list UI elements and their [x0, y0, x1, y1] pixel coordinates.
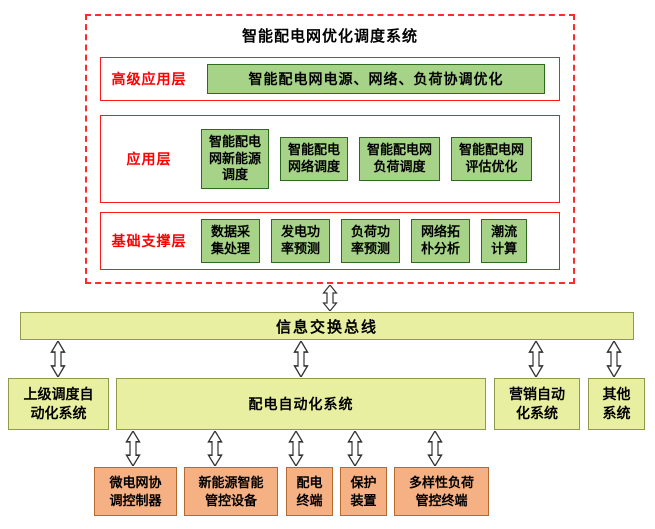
layer-label-application: 应用层 — [126, 151, 172, 167]
module-power-flow: 潮流 计算 — [481, 219, 528, 263]
layer-label-advanced-application: 高级应用层 — [111, 71, 187, 87]
module-coordinated-optimization: 智能配电网电源、网络、负荷协调优化 — [207, 63, 545, 95]
device-protection-device: 保护 装置 — [340, 467, 387, 516]
layer-application: 应用层 智能配电 网新能源 调度 智能配电 网络调度 智能配电网 负荷调度 智能… — [100, 115, 560, 203]
module-network-dispatch: 智能配电 网络调度 — [280, 137, 349, 181]
layer-label-basic-support: 基础支撑层 — [111, 233, 187, 249]
device-diverse-load-control-terminal: 多样性负荷 管控终端 — [394, 467, 489, 516]
information-exchange-bus: 信息交换总线 — [20, 312, 634, 340]
double-arrow-icon — [288, 431, 304, 466]
double-arrow-icon — [347, 431, 363, 466]
layer-advanced-application: 高级应用层 智能配电网电源、网络、负荷协调优化 — [100, 57, 560, 101]
system-other: 其他 系统 — [588, 378, 645, 430]
double-arrow-icon — [207, 431, 223, 466]
double-arrow-icon — [125, 431, 141, 466]
module-topology-analysis: 网络拓 朴分析 — [411, 219, 471, 263]
double-arrow-icon — [322, 285, 338, 311]
module-load-dispatch: 智能配电网 负荷调度 — [359, 137, 441, 181]
double-arrow-icon — [50, 341, 66, 377]
layer-basic-support-items: 数据采 集处理 发电功 率预测 负荷功 率预测 网络拓 朴分析 潮流 计算 — [197, 219, 559, 263]
layer-basic-support: 基础支撑层 数据采 集处理 发电功 率预测 负荷功 率预测 网络拓 朴分析 潮流… — [100, 212, 560, 270]
system-superior-dispatch-automation: 上级调度自 动化系统 — [8, 378, 109, 430]
device-distribution-terminal: 配电 终端 — [286, 467, 333, 516]
system-distribution-automation: 配电自动化系统 — [116, 378, 486, 430]
diagram-title: 智能配电网优化调度系统 — [241, 28, 418, 45]
optimization-system-group: 智能配电网优化调度系统 高级应用层 智能配电网电源、网络、负荷协调优化 应用层 … — [85, 14, 575, 284]
layer-application-items: 智能配电 网新能源 调度 智能配电 网络调度 智能配电网 负荷调度 智能配电网 … — [197, 128, 559, 190]
double-arrow-icon — [293, 341, 309, 377]
module-generation-forecast: 发电功 率预测 — [271, 219, 331, 263]
device-microgrid-coordination-controller: 微电网协 调控制器 — [94, 467, 177, 516]
module-renewable-dispatch: 智能配电 网新能源 调度 — [201, 128, 270, 190]
device-renewable-smart-control-equipment: 新能源智能 管控设备 — [184, 467, 278, 516]
module-data-acquisition: 数据采 集处理 — [201, 219, 261, 263]
double-arrow-icon — [427, 431, 443, 466]
double-arrow-icon — [606, 341, 622, 377]
double-arrow-icon — [528, 341, 544, 377]
module-load-forecast: 负荷功 率预测 — [341, 219, 401, 263]
system-marketing-automation: 营销自动 化系统 — [494, 378, 580, 430]
module-evaluation-optimization: 智能配电网 评估优化 — [451, 137, 533, 181]
layer-advanced-items: 智能配电网电源、网络、负荷协调优化 — [197, 63, 559, 95]
